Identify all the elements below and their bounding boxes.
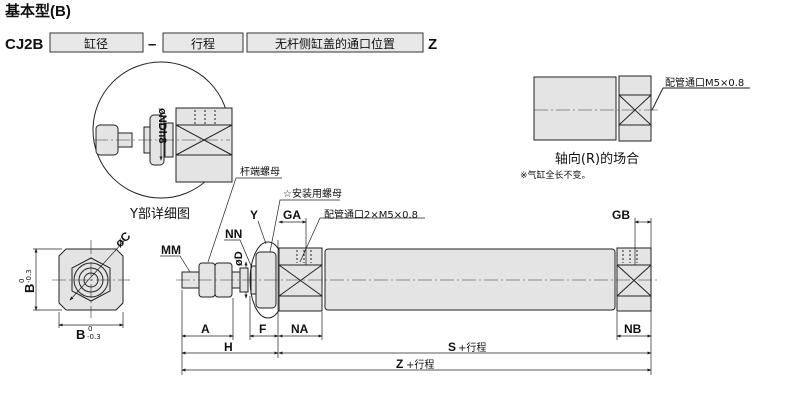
- nn-label: NN: [225, 227, 242, 241]
- model-prefix: CJ2B: [5, 36, 44, 53]
- f-label: F: [259, 322, 266, 336]
- s-label: S: [448, 340, 456, 354]
- field-bore: 缸径: [84, 36, 108, 51]
- na-label: NA: [291, 322, 309, 336]
- ga-label: GA: [283, 208, 301, 222]
- axial-port-label: 配管通口M5×0.8: [665, 76, 744, 89]
- page-title: 基本型(B): [4, 2, 71, 20]
- a-label: A: [201, 322, 210, 336]
- field-port-position: 无杆侧缸盖的通口位置: [275, 36, 395, 51]
- y-detail-view: øNDh8: [92, 61, 233, 199]
- b-tol-lower: -0.3: [87, 333, 101, 341]
- rod-nut-label: 杆端螺母: [240, 165, 280, 178]
- end-view: [33, 239, 130, 328]
- field-stroke-box: [162, 32, 244, 53]
- cylinder-side-view: [160, 177, 660, 375]
- mount-nut-label: ☆安装用螺母: [283, 187, 342, 200]
- z-stroke-suffix: +行程: [406, 358, 434, 371]
- field-bore-box: [49, 32, 144, 53]
- b-tol-upper: 0: [88, 325, 92, 333]
- s-stroke-suffix: +行程: [458, 341, 486, 354]
- h-label: H: [224, 340, 233, 354]
- port-label: 配管通口2×M5×0.8: [324, 208, 418, 221]
- d-label: øD: [233, 251, 245, 266]
- nd-label: øNDh8: [156, 108, 168, 143]
- field-stroke: 行程: [191, 36, 215, 51]
- z-label: Z: [396, 357, 403, 371]
- model-suffix: Z: [428, 36, 437, 53]
- b-tol-lower-vertical: -0.3: [25, 269, 33, 283]
- axial-caption: 轴向(R)的场合: [555, 151, 639, 167]
- c-label: øC: [112, 229, 133, 250]
- b-tol-upper-vertical: 0: [18, 279, 26, 283]
- axial-port-view: [533, 75, 750, 142]
- model-dash: –: [148, 36, 156, 53]
- mm-label: MM: [161, 243, 181, 257]
- detail-caption: Y部详细图: [129, 207, 190, 222]
- field-port-box: [246, 32, 424, 53]
- b-label-vertical: B: [22, 284, 37, 293]
- b-label: B: [76, 327, 85, 342]
- y-label: Y: [250, 208, 258, 222]
- axial-note: ※气缸全长不变。: [520, 169, 591, 181]
- nb-label: NB: [624, 322, 642, 336]
- gb-label: GB: [612, 208, 630, 222]
